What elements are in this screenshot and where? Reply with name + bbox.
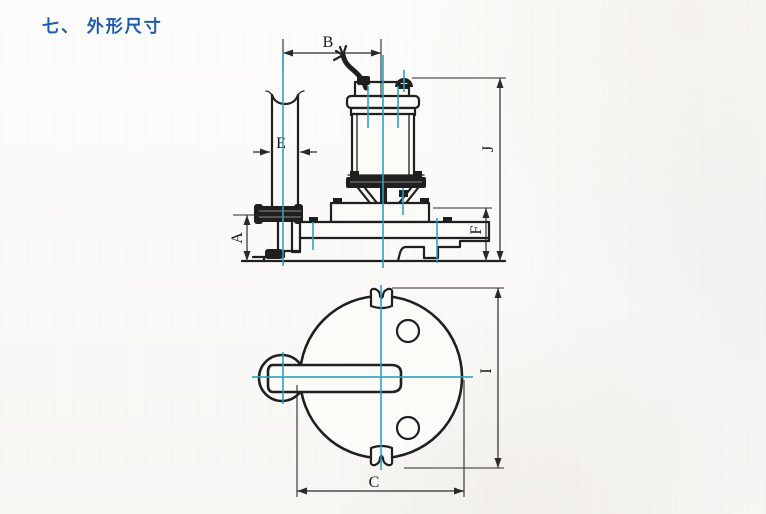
guide-pipe	[251, 90, 305, 263]
base-casting	[240, 236, 507, 263]
dim-label-a: A	[229, 232, 246, 244]
dimension-i: I	[392, 287, 504, 469]
page-title: 七、 外形尺寸	[42, 17, 163, 36]
dimensions: B E A J F	[229, 34, 506, 497]
dimension-j: J	[412, 77, 506, 261]
dim-label-b: B	[323, 34, 334, 51]
dimension-c: C	[296, 380, 465, 497]
dim-label-f: F	[468, 225, 485, 234]
dimension-f: F	[433, 207, 492, 261]
dimension-e: E	[253, 135, 317, 156]
centerlines	[252, 52, 473, 470]
guide-claw-bracket	[254, 204, 303, 224]
dim-label-c: C	[369, 474, 380, 491]
dimension-a: A	[229, 214, 260, 261]
anchor-hole-top	[395, 318, 421, 344]
plan-view	[257, 287, 464, 467]
dim-label-j: J	[480, 146, 497, 152]
power-cable	[332, 44, 369, 91]
base-plates	[298, 198, 491, 240]
anchor-hole-bottom	[395, 415, 421, 441]
dim-label-i: I	[478, 368, 495, 373]
cable-slot	[266, 363, 403, 394]
dim-label-e: E	[276, 135, 286, 152]
side-view	[240, 44, 507, 263]
